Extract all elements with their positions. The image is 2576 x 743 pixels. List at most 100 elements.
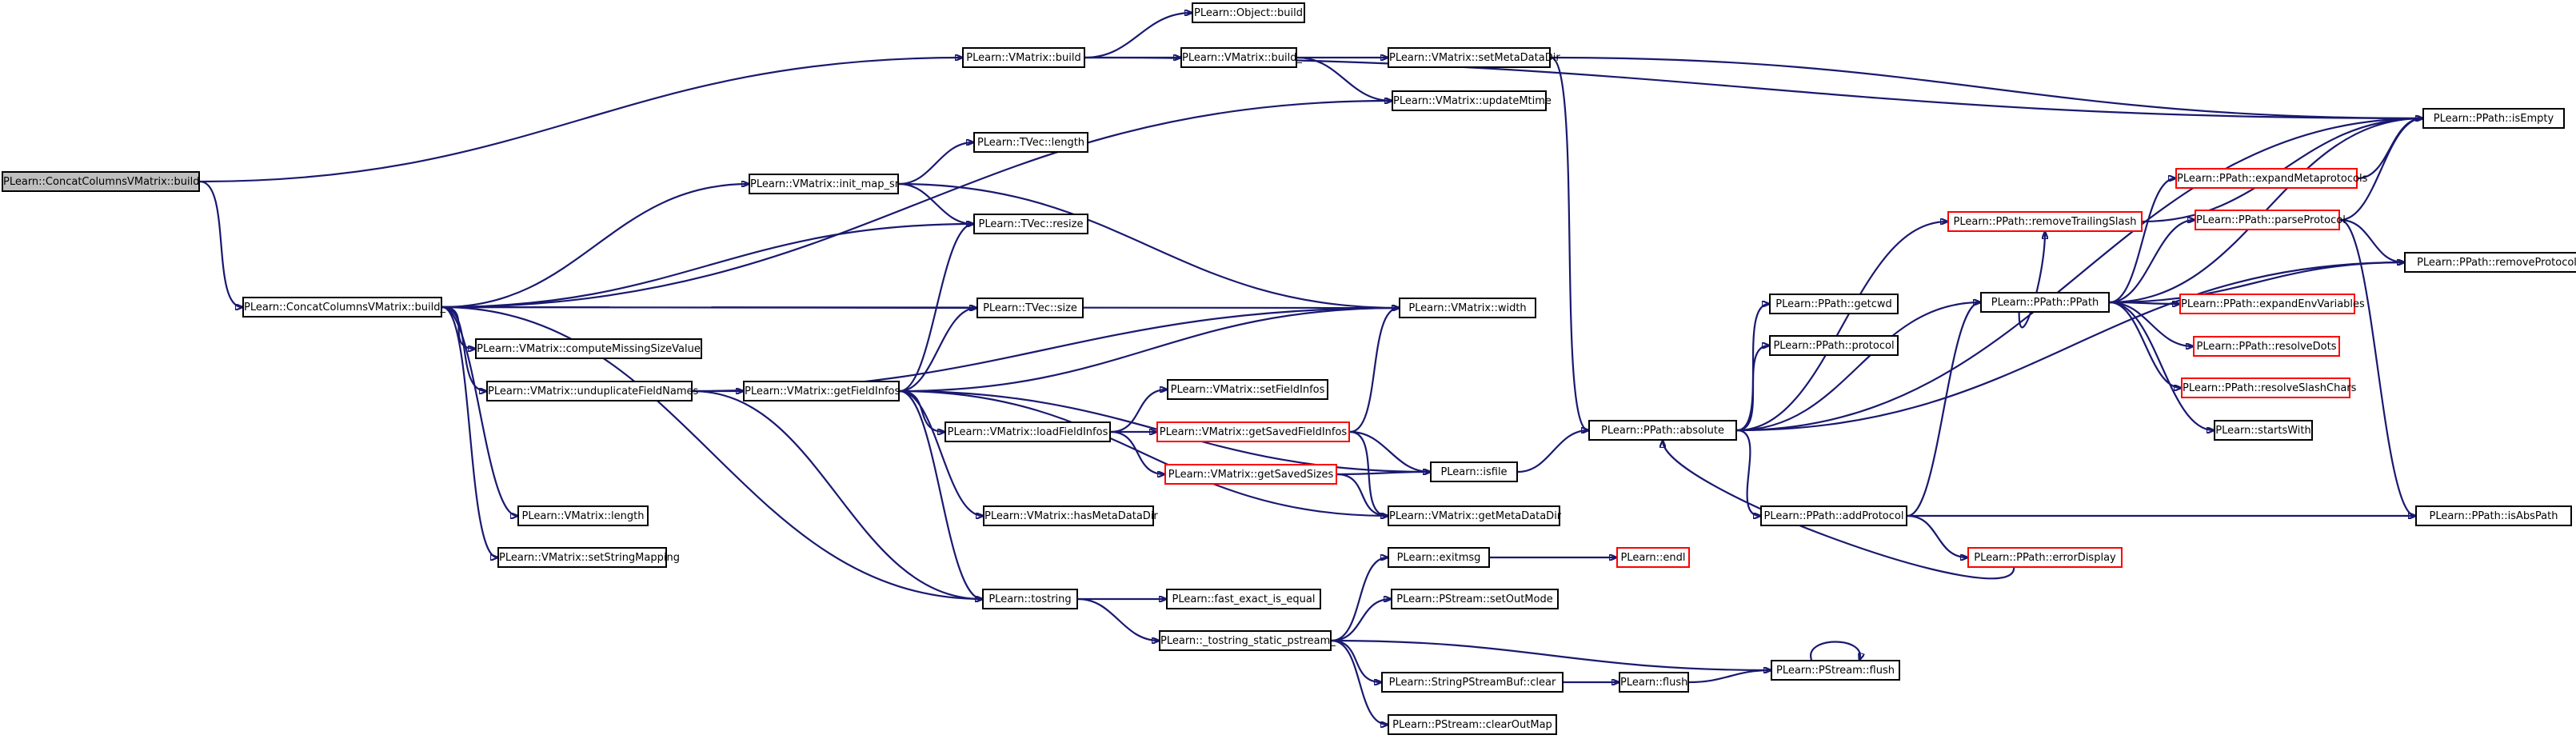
- graph-node-expandmeta[interactable]: PLearn::PPath::expandMetaprotocols: [2175, 168, 2367, 189]
- call-edge-pstream_flush-to-pstream_flush: [1810, 641, 1860, 661]
- call-edge-ccv_build_-to-init_map_sr: [441, 184, 749, 309]
- graph-node-expandenv[interactable]: PLearn::PPath::expandEnvVariables: [2179, 294, 2365, 314]
- graph-node-ppath[interactable]: PLearn::PPath::PPath: [1980, 292, 2110, 313]
- call-edge-getSavedSizes-to-isfile: [1336, 472, 1430, 476]
- graph-node-setoutmode[interactable]: PLearn::PStream::setOutMode: [1391, 589, 1559, 609]
- graph-node-isfile[interactable]: PLearn::isfile: [1430, 461, 1518, 482]
- call-edge-expandMeta-to-isEmpty: [2357, 118, 2422, 180]
- call-edge-loadFieldInfos-to-setFieldInfos: [1110, 389, 1167, 433]
- call-edge-tostring_static-to-sbuf_clear: [1331, 639, 1381, 682]
- graph-node-resolvedots[interactable]: PLearn::PPath::resolveDots: [2193, 336, 2340, 357]
- graph-node-tostring-static[interactable]: PLearn::_tostring_static_pstream_: [1159, 630, 1336, 651]
- graph-node-resolveslash[interactable]: PLearn::PPath::resolveSlashChars: [2181, 377, 2356, 398]
- graph-node-tvec-size[interactable]: PLearn::TVec::size: [976, 298, 1084, 318]
- call-edge-flush-to-pstream_flush: [1688, 670, 1771, 684]
- call-edge-vm_build_-to-updateMtime: [1296, 56, 1392, 101]
- graph-node-setstringmapping[interactable]: PLearn::VMatrix::setStringMapping: [497, 547, 680, 568]
- graph-node-getsavedfieldinfos[interactable]: PLearn::VMatrix::getSavedFieldInfos: [1156, 421, 1350, 442]
- graph-node-addprotocol[interactable]: PLearn::PPath::addProtocol: [1760, 505, 1907, 526]
- call-edge-parseProtocol-to-isEmpty: [2339, 118, 2422, 222]
- call-edge-getSavedFieldInfos-to-width: [1349, 308, 1399, 433]
- graph-node-setfieldinfos[interactable]: PLearn::VMatrix::setFieldInfos: [1167, 379, 1328, 400]
- graph-node-sbuf-clear[interactable]: PLearn::StringPStreamBuf::clear: [1381, 672, 1564, 693]
- call-edge-absolute-to-protocol: [1736, 346, 1769, 432]
- call-edge-ccv_build_-to-unduplicate: [441, 306, 486, 391]
- call-edge-ppath-to-parseProtocol: [2109, 220, 2195, 304]
- graph-node-unduplicate[interactable]: PLearn::VMatrix::unduplicateFieldNames: [486, 381, 698, 401]
- graph-node-tostring[interactable]: PLearn::tostring: [982, 589, 1078, 609]
- call-edge-tostring_static-to-exitmsg: [1331, 557, 1388, 642]
- graph-node-getcwd[interactable]: PLearn::PPath::getcwd: [1769, 294, 1899, 314]
- call-edge-root-to-vm_build: [199, 58, 962, 183]
- graph-node-ccv-build-[interactable]: PLearn::ConcatColumnsVMatrix::build_: [242, 297, 445, 318]
- graph-node-vm-build[interactable]: PLearn::VMatrix::build: [962, 47, 1085, 68]
- call-edge-init_map_sr-to-tvec_resize: [898, 182, 973, 224]
- call-edge-absolute-to-ppath: [1736, 302, 1980, 432]
- graph-node-isabspath[interactable]: PLearn::PPath::isAbsPath: [2415, 505, 2572, 526]
- graph-node-removeprotocol[interactable]: PLearn::PPath::removeProtocol: [2404, 252, 2576, 273]
- call-edge-getSavedSizes-to-getMetaDataDir: [1336, 473, 1388, 516]
- call-edge-ccv_build_-to-vm_length: [441, 306, 517, 516]
- graph-node-tvec-length[interactable]: PLearn::TVec::length: [973, 132, 1088, 153]
- graph-node-getmetadatadir[interactable]: PLearn::VMatrix::getMetaDataDir: [1388, 505, 1561, 526]
- call-edge-ccv_build_-to-tostring: [441, 306, 982, 599]
- call-edge-getFieldInfos-to-tvec_size: [899, 308, 976, 393]
- call-edge-ppath-to-expandMeta: [2109, 178, 2175, 304]
- call-edge-ppath-to-startsWith: [2109, 301, 2214, 430]
- graph-node-endl[interactable]: PLearn::endl: [1616, 547, 1690, 568]
- call-edge-tostring_static-to-setOutMode: [1331, 599, 1391, 642]
- call-edge-absolute-to-isEmpty: [1736, 118, 2422, 432]
- graph-node-isempty[interactable]: PLearn::PPath::isEmpty: [2422, 108, 2565, 129]
- graph-node-getsavedsizes[interactable]: PLearn::VMatrix::getSavedSizes: [1164, 464, 1337, 485]
- call-edge-parseProtocol-to-isAbsPath: [2339, 218, 2415, 516]
- call-edge-getFieldInfos-to-loadFieldInfos: [899, 389, 945, 432]
- graph-node-vm-length[interactable]: PLearn::VMatrix::length: [517, 505, 649, 526]
- call-edge-tostring-to-tostring_static: [1077, 597, 1159, 641]
- graph-node-updatemtime[interactable]: PLearn::VMatrix::updateMtime: [1392, 90, 1552, 111]
- call-edge-getFieldInfos-to-width: [899, 308, 1399, 393]
- call-edge-getFieldInfos-to-hasMetaDataDir: [899, 389, 983, 516]
- graph-node-pstream-flush[interactable]: PLearn::PStream::flush: [1771, 660, 1900, 681]
- graph-node-startswith[interactable]: PLearn::startsWith: [2214, 420, 2313, 441]
- graph-node-removetrailingslash[interactable]: PLearn::PPath::removeTrailingSlash: [1947, 211, 2143, 232]
- call-edge-init_map_sr-to-tvec_length: [898, 142, 973, 186]
- call-edge-getSavedFieldInfos-to-isfile: [1349, 430, 1430, 472]
- call-edge-errorDisplay-to-absolute: [1663, 441, 2015, 580]
- call-edge-ccv_build_-to-updateMtime: [441, 101, 1392, 309]
- graph-node-root[interactable]: PLearn::ConcatColumnsVMatrix::build: [2, 171, 200, 192]
- call-edge-getFieldInfos-to-getMetaDataDir: [899, 389, 1388, 516]
- graph-node-setmetadatadir[interactable]: PLearn::VMatrix::setMetaDataDir: [1388, 47, 1560, 68]
- graph-node-exitmsg[interactable]: PLearn::exitmsg: [1388, 547, 1490, 568]
- graph-node-flush[interactable]: PLearn::flush: [1619, 672, 1689, 693]
- call-edge-setMetaDataDir-to-absolute: [1550, 56, 1588, 430]
- graph-node-init-map-sr[interactable]: PLearn::VMatrix::init_map_sr: [749, 174, 899, 194]
- graph-node-computemissing[interactable]: PLearn::VMatrix::computeMissingSizeValue: [475, 338, 702, 359]
- graph-node-protocol[interactable]: PLearn::PPath::protocol: [1769, 335, 1899, 356]
- call-edge-ccv_build_-to-setStringMapping: [441, 306, 497, 557]
- call-edge-init_map_sr-to-width: [898, 182, 1399, 308]
- graph-node-tvec-resize[interactable]: PLearn::TVec::resize: [973, 214, 1088, 234]
- graph-node-parseprotocol[interactable]: PLearn::PPath::parseProtocol: [2195, 210, 2346, 230]
- call-edge-addProtocol-to-ppath: [1907, 302, 1980, 517]
- graph-node-absolute[interactable]: PLearn::PPath::absolute: [1588, 420, 1737, 441]
- graph-node-hasmetadatadir[interactable]: PLearn::VMatrix::hasMetaDataDir: [983, 505, 1158, 526]
- graph-node-obj-build[interactable]: PLearn::Object::build: [1192, 2, 1305, 23]
- call-edge-absolute-to-removeTrailingSlash: [1736, 222, 1947, 432]
- graph-node-width[interactable]: PLearn::VMatrix::width: [1399, 298, 1536, 318]
- call-edge-getFieldInfos-to-tvec_resize: [899, 224, 973, 393]
- graph-node-vm-build-[interactable]: PLearn::VMatrix::build_: [1180, 47, 1302, 68]
- graph-node-errordisplay[interactable]: PLearn::PPath::errorDisplay: [1967, 547, 2123, 568]
- call-edge-ccv_build_-to-tvec_resize: [441, 224, 973, 309]
- graph-node-getfieldinfos[interactable]: PLearn::VMatrix::getFieldInfos: [743, 381, 900, 401]
- call-edge-vm_build-to-isEmpty: [1084, 56, 2422, 118]
- call-edge-ppath-to-removeProtocol: [2109, 262, 2404, 304]
- graph-node-clearoutmap[interactable]: PLearn::PStream::clearOutMap: [1388, 714, 1557, 735]
- call-edge-parseProtocol-to-removeProtocol: [2339, 218, 2404, 262]
- graph-node-fast-exact[interactable]: PLearn::fast_exact_is_equal: [1166, 589, 1321, 609]
- call-edge-isfile-to-absolute: [1517, 430, 1588, 473]
- graph-node-loadfieldinfos[interactable]: PLearn::VMatrix::loadFieldInfos: [945, 421, 1111, 442]
- call-edge-addProtocol-to-errorDisplay: [1907, 514, 1967, 557]
- call-edge-vm_build-to-obj_build: [1084, 13, 1192, 59]
